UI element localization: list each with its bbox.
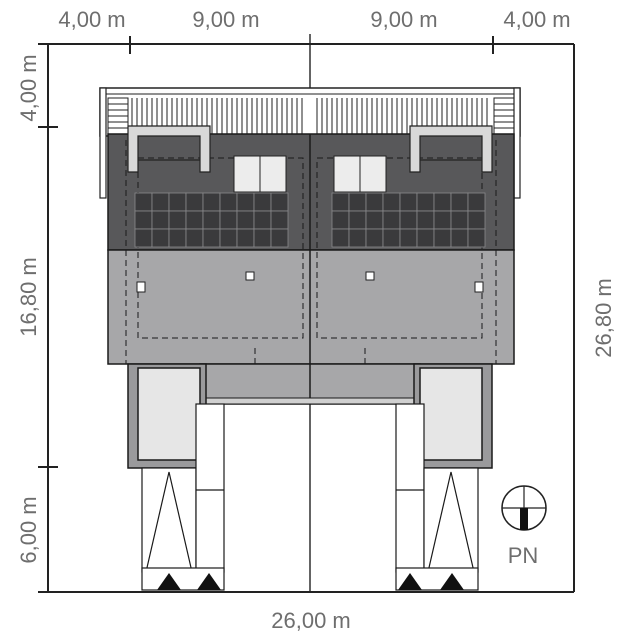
north-label: PN bbox=[508, 543, 539, 568]
solar-panel bbox=[399, 192, 418, 212]
solar-panel bbox=[168, 210, 187, 230]
solar-panel bbox=[348, 228, 367, 248]
solar-panel bbox=[134, 192, 153, 212]
solar-panel bbox=[416, 228, 435, 248]
dim-right: 26,80 m bbox=[591, 278, 616, 358]
solar-panel bbox=[331, 228, 350, 248]
solar-panel bbox=[219, 228, 238, 248]
solar-panel bbox=[382, 210, 401, 230]
driveways bbox=[141, 403, 479, 591]
roof bbox=[107, 133, 515, 404]
solar-panel bbox=[348, 210, 367, 230]
dim-top-4: 4,00 m bbox=[503, 7, 570, 32]
garage-right bbox=[413, 363, 493, 469]
solar-panel bbox=[168, 192, 187, 212]
solar-panel bbox=[185, 192, 204, 212]
entrance-arrows bbox=[157, 573, 464, 590]
solar-panel bbox=[365, 228, 384, 248]
solar-panel bbox=[365, 210, 384, 230]
solar-panel bbox=[382, 192, 401, 212]
solar-panel bbox=[416, 210, 435, 230]
solar-panel bbox=[236, 228, 255, 248]
solar-panel bbox=[399, 228, 418, 248]
solar-panel bbox=[202, 210, 221, 230]
solar-panel bbox=[168, 228, 187, 248]
solar-panel bbox=[450, 210, 469, 230]
solar-panel bbox=[382, 228, 401, 248]
solar-panel bbox=[151, 210, 170, 230]
solar-panel bbox=[134, 210, 153, 230]
solar-panel bbox=[433, 192, 452, 212]
solar-panel bbox=[331, 192, 350, 212]
roof-chimneys bbox=[127, 125, 493, 173]
solar-panel bbox=[467, 192, 486, 212]
north-arrow-icon bbox=[501, 485, 547, 531]
solar-panel bbox=[467, 228, 486, 248]
solar-panel bbox=[450, 228, 469, 248]
solar-panel bbox=[253, 192, 272, 212]
solar-panel bbox=[253, 210, 272, 230]
solar-panel bbox=[450, 192, 469, 212]
solar-panel bbox=[219, 192, 238, 212]
solar-panel bbox=[185, 228, 204, 248]
solar-panel bbox=[399, 210, 418, 230]
dim-left-1: 4,00 m bbox=[16, 54, 41, 121]
roof-windows bbox=[233, 155, 387, 193]
dim-top-2: 9,00 m bbox=[192, 7, 259, 32]
solar-panel bbox=[185, 210, 204, 230]
solar-panel bbox=[202, 228, 221, 248]
solar-panel bbox=[331, 210, 350, 230]
solar-panels bbox=[134, 192, 486, 248]
solar-panel bbox=[416, 192, 435, 212]
solar-panel bbox=[151, 228, 170, 248]
solar-panel bbox=[433, 228, 452, 248]
garage-left bbox=[127, 363, 207, 469]
solar-panel bbox=[134, 228, 153, 248]
solar-panel bbox=[348, 192, 367, 212]
dim-top-3: 9,00 m bbox=[370, 7, 437, 32]
solar-panel bbox=[236, 192, 255, 212]
dim-left-3: 6,00 m bbox=[16, 496, 41, 563]
solar-panel bbox=[236, 210, 255, 230]
dim-bottom: 26,00 m bbox=[271, 608, 351, 633]
solar-panel bbox=[253, 228, 272, 248]
solar-panel bbox=[365, 192, 384, 212]
solar-panel bbox=[151, 192, 170, 212]
solar-panel bbox=[270, 210, 289, 230]
solar-panel bbox=[270, 192, 289, 212]
solar-panel bbox=[202, 192, 221, 212]
solar-panel bbox=[219, 210, 238, 230]
entrance-roof bbox=[199, 363, 421, 405]
solar-panel bbox=[433, 210, 452, 230]
dim-top-1: 4,00 m bbox=[58, 7, 125, 32]
dim-left-2: 16,80 m bbox=[16, 257, 41, 337]
solar-panel bbox=[270, 228, 289, 248]
solar-panel bbox=[467, 210, 486, 230]
